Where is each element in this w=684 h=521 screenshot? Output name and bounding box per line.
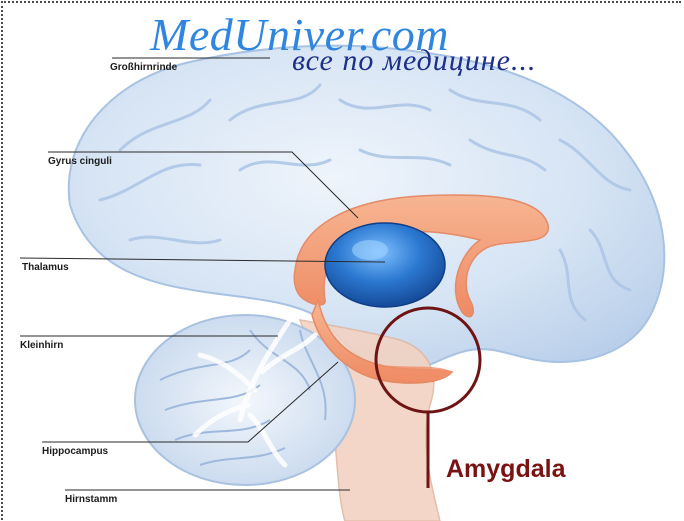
label-grosshirnrinde: Großhirnrinde (110, 62, 177, 73)
label-gyrus-cinguli: Gyrus cinguli (48, 156, 112, 167)
label-hirnstamm: Hirnstamm (65, 494, 117, 505)
label-thalamus: Thalamus (22, 262, 69, 273)
label-amygdala: Amygdala (446, 455, 565, 484)
label-hippocampus: Hippocampus (42, 446, 108, 457)
watermark-tagline: все по медицине... (292, 44, 536, 78)
label-kleinhirn: Kleinhirn (20, 340, 63, 351)
